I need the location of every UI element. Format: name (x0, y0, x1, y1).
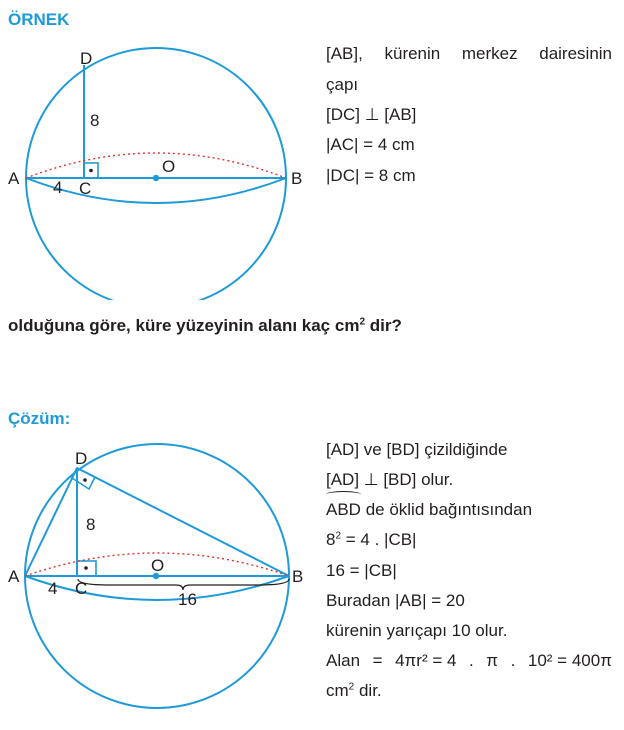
line4-rest: = 4 . |CB| (341, 530, 417, 549)
solution-sphere-figure: D A B C O 8 4 16 (8, 443, 303, 709)
solution-line-2: [AD] ⊥ [BD] olur. (326, 470, 454, 489)
label-o: O (162, 157, 175, 176)
solution-line-4: 82 = 4 . |CB| (326, 525, 416, 555)
segment-bd (76, 467, 290, 577)
given-line-4: |AC| = 4 cm (326, 135, 415, 154)
label-ac-length: 4 (48, 579, 57, 598)
solution-line-8: Alan = 4πr² = 4 . π . 10² = 400π (326, 646, 612, 676)
label-d: D (80, 49, 92, 68)
given-word: [AB], (326, 44, 363, 63)
solution-line-5: 16 = |CB| (326, 561, 397, 580)
given-line-3: [DC] ⊥ [AB] (326, 105, 417, 124)
arc-abd: ABD (326, 491, 361, 525)
solution-line-3: ABD de öklid bağıntısından (326, 491, 533, 525)
example-heading: ÖRNEK (8, 10, 70, 29)
label-c: C (75, 579, 87, 598)
line9-rest: dir. (354, 681, 382, 700)
line9-sup: 2 (348, 681, 355, 693)
equator-front (24, 575, 290, 601)
line8-word: 10² = 400π (527, 651, 612, 670)
given-word: kürenin (384, 44, 441, 63)
line8-word: . (510, 651, 516, 670)
given-word: merkez (461, 44, 518, 63)
label-c: C (79, 179, 91, 198)
sphere-outline (25, 47, 287, 300)
label-d: D (75, 449, 87, 468)
center-o-dot (152, 174, 160, 182)
example-sphere-figure: D A B C O 8 4 (8, 47, 302, 300)
label-a: A (8, 169, 20, 188)
solution-line-3-rest: de öklid bağıntısından (360, 500, 533, 519)
solution-line-9: cm2 dir. (326, 676, 382, 706)
label-dc-length: 8 (86, 515, 95, 534)
line8-word: 4πr² = 4 (395, 651, 457, 670)
label-o: O (151, 556, 164, 575)
given-line-2: çapı (326, 75, 359, 94)
right-angle-dot-c (84, 566, 88, 570)
right-angle-mark-d (70, 466, 97, 491)
label-a: A (8, 567, 20, 586)
brace-cb (77, 578, 290, 591)
label-ac-length: 4 (53, 178, 62, 197)
center-o-dot (152, 572, 160, 580)
solution-heading: Çözüm: (8, 409, 71, 428)
question-text: olduğuna göre, küre yüzeyinin alanı kaç … (8, 316, 360, 335)
solution-line-1: [AD] ve [BD] çizildiğinde (326, 440, 508, 459)
line8-word: π (486, 651, 499, 670)
line8-word: . (469, 651, 474, 670)
solution-line-6: Buradan |AB| = 20 (326, 591, 465, 610)
equator-back (24, 552, 290, 577)
line8-word: = (372, 651, 383, 670)
right-angle-dot (89, 168, 93, 173)
right-angle-mark-c (76, 560, 97, 577)
segment-ad (24, 467, 78, 577)
right-angle-dot-d (83, 478, 87, 482)
line9-unit: cm (326, 681, 349, 700)
line4-sup: 2 (335, 530, 342, 542)
label-b: B (292, 567, 303, 586)
given-line-5: |DC| = 8 cm (326, 166, 416, 185)
line4-base: 8 (326, 530, 336, 549)
given-word: dairesinin (539, 44, 612, 63)
label-cb-length: 16 (178, 590, 197, 609)
right-angle-mark (83, 162, 99, 179)
equator-front (25, 177, 287, 204)
label-b: B (291, 169, 302, 188)
equator-back (25, 152, 287, 179)
example-question: olduğuna göre, küre yüzeyinin alanı kaç … (8, 316, 402, 336)
label-dc-length: 8 (90, 111, 99, 130)
question-tail: dir? (365, 316, 402, 335)
line8-word: Alan (326, 651, 361, 670)
solution-line-7: kürenin yarıçapı 10 olur. (326, 621, 508, 640)
question-sup: 2 (359, 316, 365, 328)
